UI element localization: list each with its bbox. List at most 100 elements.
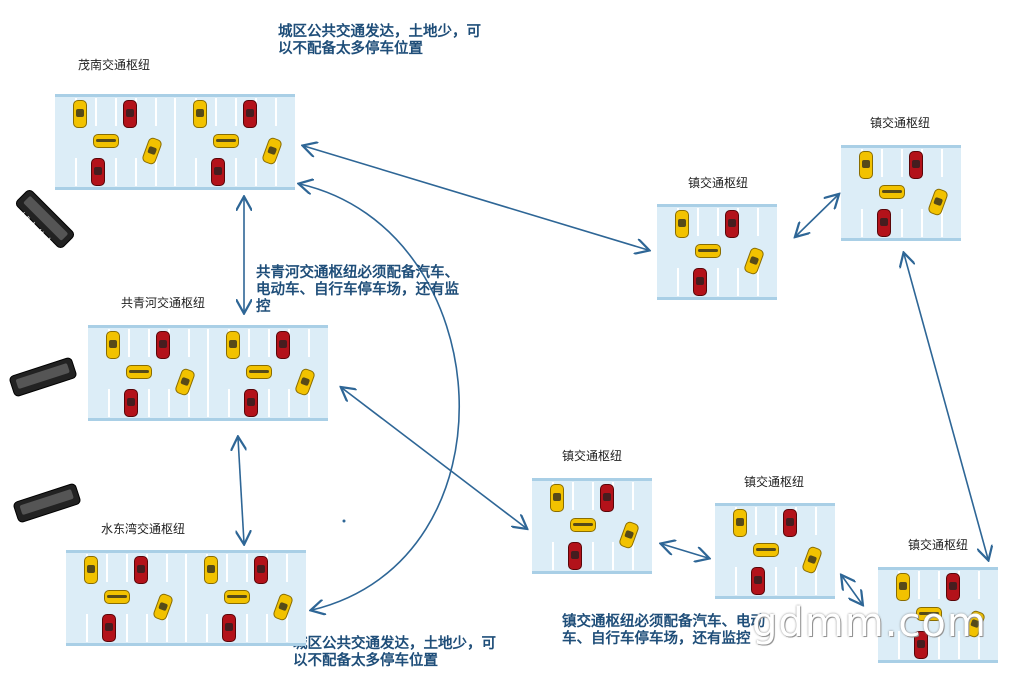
car-icon [926, 187, 950, 217]
car-icon [600, 484, 614, 512]
arrow-town4-town5 [842, 576, 862, 604]
parking-lot-town5 [878, 567, 998, 663]
stall-line [941, 149, 943, 177]
car-icon [568, 542, 582, 570]
stall-line [166, 554, 168, 582]
car-icon [204, 556, 218, 584]
stall-line [106, 554, 108, 582]
car-icon [226, 331, 240, 359]
parking-lot-town3 [532, 478, 652, 574]
lot-edge-bottom [657, 297, 777, 300]
car-icon [224, 590, 250, 604]
hub-label-town5: 镇交通枢纽 [907, 538, 968, 552]
car-icon [102, 614, 116, 642]
car-icon [84, 556, 98, 584]
car-icon [244, 389, 258, 417]
stall-line [881, 149, 883, 177]
car-icon [946, 573, 960, 601]
stall-line [717, 208, 719, 236]
stall-line [938, 631, 940, 659]
car-icon [276, 331, 290, 359]
arrow-town3-town4 [662, 544, 708, 558]
stall-line [737, 268, 739, 296]
stall-line [978, 631, 980, 659]
lot-divider [174, 98, 176, 186]
stall-line [632, 542, 634, 570]
stall-line [938, 571, 940, 599]
parking-lot-gongqinghe [88, 325, 328, 421]
parking-lot-shuidongwan [66, 550, 306, 646]
stall-line [612, 542, 614, 570]
car-icon [140, 136, 164, 166]
car-icon [123, 100, 137, 128]
stall-line [228, 389, 230, 417]
stall-line [95, 98, 97, 126]
car-icon [800, 545, 824, 575]
stall-line [266, 614, 268, 642]
stall-line [155, 98, 157, 126]
stall-line [235, 158, 237, 186]
car-icon [753, 543, 779, 557]
lot-edge-top [715, 503, 835, 506]
lot-edge-top [532, 478, 652, 481]
stall-line [126, 554, 128, 582]
lot-edge-top [878, 567, 998, 570]
stall-line [115, 158, 117, 186]
stall-line [226, 554, 228, 582]
car-icon [570, 518, 596, 532]
car-icon [254, 556, 268, 584]
stall-line [552, 542, 554, 570]
stall-line [941, 209, 943, 237]
stall-line [148, 329, 150, 357]
car-icon [896, 573, 910, 601]
parking-lot-town2 [841, 145, 961, 241]
car-icon [243, 100, 257, 128]
stall-line [275, 158, 277, 186]
stall-line [861, 209, 863, 237]
hub-label-town1: 镇交通枢纽 [687, 176, 748, 190]
car-icon [909, 151, 923, 179]
parking-lot-town4 [715, 503, 835, 599]
stall-line [898, 631, 900, 659]
arrow-maonan-town1 [304, 146, 648, 250]
stall-line [168, 389, 170, 417]
car-icon [725, 210, 739, 238]
parking-lot-maonan [55, 94, 295, 190]
car-icon [693, 268, 707, 296]
car-icon [877, 209, 891, 237]
stall-line [757, 268, 759, 296]
car-icon [260, 136, 284, 166]
note-town: 镇交通枢纽必须配备汽车、电动车、自行车停车场，还有监控 [562, 614, 765, 647]
stall-line [308, 389, 310, 417]
stall-line [195, 158, 197, 186]
car-icon [151, 592, 175, 622]
lot-divider [185, 554, 187, 642]
car-icon [675, 210, 689, 238]
arrow-gongqinghe-shuidongwan [238, 438, 244, 543]
car-icon [106, 331, 120, 359]
stall-line [115, 98, 117, 126]
hub-label-gongqinghe: 共青河交通枢纽 [120, 296, 205, 310]
lot-edge-bottom [878, 660, 998, 663]
stall-line [755, 507, 757, 535]
lot-edge-bottom [66, 643, 306, 646]
car-icon [617, 520, 641, 550]
car-icon [91, 158, 105, 186]
hub-label-maonan: 茂南交通枢纽 [78, 58, 151, 72]
hub-label-town4: 镇交通枢纽 [743, 475, 804, 489]
note-middle: 共青河交通枢纽必须配备汽车、电动车、自行车停车场，还有监控 [256, 265, 459, 315]
note-top: 城区公共交通发达，土地少，可以不配备太多停车位置 [278, 24, 481, 57]
watermark: gdmm.com [752, 600, 987, 646]
stall-line [135, 158, 137, 186]
stall-line [188, 389, 190, 417]
stall-line [757, 208, 759, 236]
car-icon [222, 614, 236, 642]
hub-label-town2: 镇交通枢纽 [869, 116, 930, 130]
lot-edge-top [657, 204, 777, 207]
stall-line [815, 567, 817, 595]
car-icon [126, 365, 152, 379]
stall-line [918, 571, 920, 599]
stall-line [958, 631, 960, 659]
stall-line [592, 482, 594, 510]
